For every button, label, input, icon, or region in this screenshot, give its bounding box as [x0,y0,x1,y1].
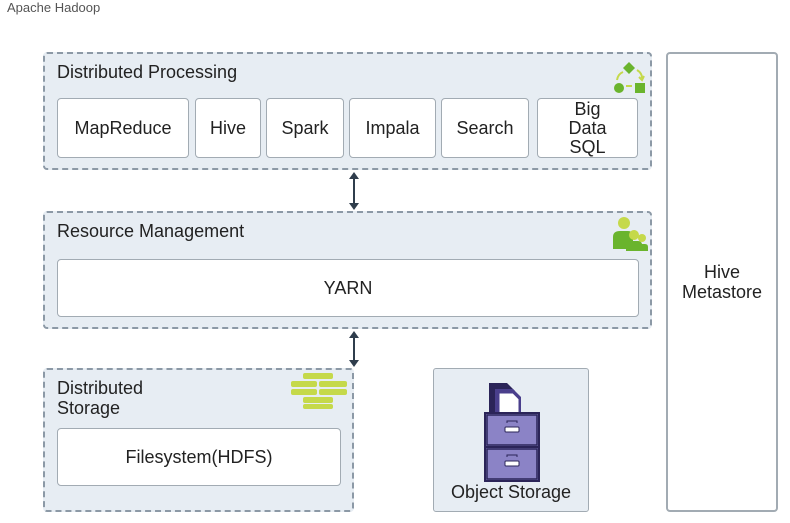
database-stack-icon [291,373,347,409]
resource-management-title: Resource Management [57,221,245,241]
diagram-caption: Apache Hadoop [7,0,101,15]
hive-metastore-panel: Hive Metastore [666,52,778,512]
mapreduce-box: MapReduce [57,98,189,158]
hive-box: Hive [195,98,261,158]
distributed-storage-title: Distributed Storage [57,378,143,418]
file-cabinet-icon [484,383,540,482]
shapes-flow-icon [614,62,645,93]
big-data-sql-box: Big Data SQL [537,98,638,158]
distributed-processing-layer: Distributed Processing MapReduce Hive Sp… [43,52,652,170]
spark-box: Spark [266,98,344,158]
object-storage-panel: Object Storage [433,368,589,512]
double-arrow-icon [349,172,359,210]
impala-box: Impala [349,98,436,158]
people-group-icon [613,217,648,251]
object-storage-label: Object Storage [450,482,572,502]
hive-metastore-line1: Hive [703,262,740,282]
distributed-storage-title-line2: Storage [57,398,121,418]
distributed-processing-title: Distributed Processing [57,62,238,82]
yarn-box: YARN [57,259,639,317]
filesystem-hdfs-box: Filesystem(HDFS) [57,428,341,486]
resource-management-layer: Resource Management YARN [43,211,652,329]
distributed-storage-title-line1: Distributed [57,378,144,398]
distributed-storage-layer: Distributed Storage Filesystem(HDFS) [43,368,354,512]
double-arrow-icon [349,331,359,367]
hive-metastore-line2: Metastore [681,282,763,302]
search-box: Search [441,98,529,158]
big-data-sql-label: Big Data SQL [568,98,607,157]
